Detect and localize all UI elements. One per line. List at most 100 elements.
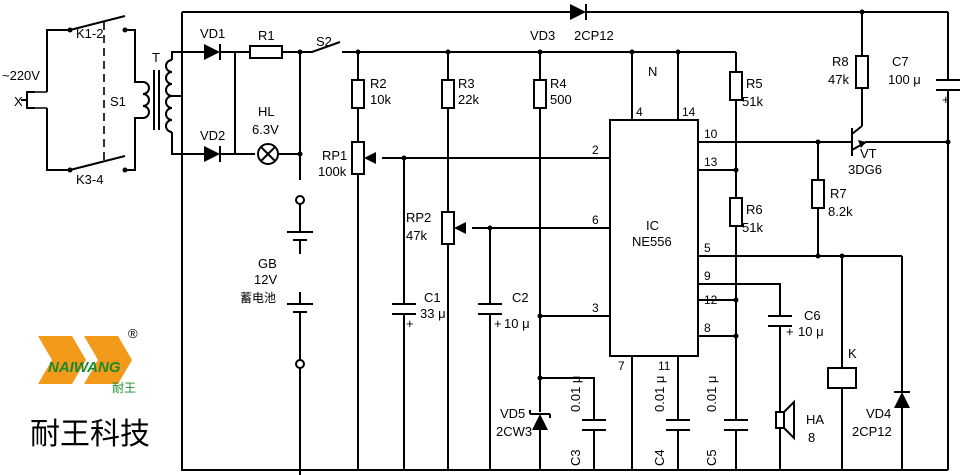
pin-11: 11: [658, 359, 671, 373]
diode-vd3: [182, 4, 948, 20]
label-c6-value: 10 μ: [798, 324, 824, 339]
pin-14: 14: [682, 105, 696, 119]
label-vd2: VD2: [200, 128, 225, 143]
label-r2: R2: [370, 76, 387, 91]
label-r7-value: 8.2k: [828, 204, 853, 219]
label-c4: C4: [652, 449, 667, 466]
label-hl: HL: [258, 104, 275, 119]
resistor-r5: [698, 52, 743, 198]
label-c3: C3: [568, 449, 583, 466]
label-t: T: [152, 50, 160, 65]
label-r1: R1: [258, 28, 275, 43]
battery-gb: [287, 180, 313, 475]
label-gb-name: 蓄电池: [240, 291, 276, 305]
label-c7-value: 100 μ: [888, 72, 921, 87]
label-k34: K3-4: [76, 172, 103, 187]
label-k12: K1-2: [76, 26, 103, 41]
resistor-r2: [351, 49, 365, 142]
label-c1: C1: [424, 290, 441, 305]
pin-13: 13: [704, 155, 718, 169]
transformer-t: [142, 12, 184, 155]
label-vd5-value: 2CW3: [496, 424, 532, 439]
label-r6-value: 51k: [742, 220, 763, 235]
pin-12: 12: [704, 293, 718, 307]
logo-name: NAIWANG: [48, 359, 121, 376]
speaker-ha: [775, 399, 795, 470]
label-c1-value: 33 μ: [420, 306, 446, 321]
mains-plug: [21, 29, 69, 171]
resistor-r4: [533, 49, 610, 412]
label-vd1: VD1: [200, 26, 225, 41]
pin-4: 4: [636, 105, 643, 119]
label-r6: R6: [746, 202, 763, 217]
pin-7: 7: [618, 359, 625, 373]
logo-cn: 耐王: [112, 381, 136, 395]
pin-2: 2: [592, 143, 599, 157]
label-rp2-value: 47k: [406, 228, 427, 243]
label-c2-value: 10 μ: [504, 316, 530, 331]
resistor-r7: [811, 142, 825, 256]
label-c5-value: 0.01 μ: [704, 376, 719, 412]
label-gb-value: 12V: [254, 272, 277, 287]
label-vt-value: 3DG6: [848, 162, 882, 177]
naiwang-logo: ® NAIWANG 耐王: [38, 326, 138, 395]
label-vd5: VD5: [500, 406, 525, 421]
label-r4: R4: [550, 76, 567, 91]
capacitor-c1: [392, 158, 416, 470]
pin-5: 5: [704, 241, 711, 255]
pin-6: 6: [592, 213, 599, 227]
ic-ne556: [609, 49, 699, 470]
resistor-r3: [441, 49, 455, 212]
label-vd3-value: 2CP12: [574, 28, 614, 43]
label-c6: C6: [804, 308, 821, 323]
label-r5: R5: [746, 76, 763, 91]
pin-8: 8: [704, 321, 711, 335]
diode-vd1: [184, 44, 235, 60]
label-r3: R3: [458, 76, 475, 91]
label-c7-plus: +: [942, 92, 950, 107]
label-r3-value: 22k: [458, 92, 479, 107]
zener-vd5: [529, 410, 551, 470]
label-r4-value: 500: [550, 92, 572, 107]
label-c5: C5: [704, 449, 719, 466]
label-plug: X: [14, 94, 23, 109]
pin-9: 9: [704, 269, 711, 283]
ground-bus: [181, 12, 948, 471]
label-c1-plus: +: [406, 316, 414, 331]
capacitor-c2: [478, 228, 502, 470]
label-c6-plus: +: [786, 324, 794, 339]
label-vt: VT: [860, 146, 877, 161]
label-rp2: RP2: [406, 210, 431, 225]
label-rp1-value: 100k: [318, 164, 347, 179]
potentiometer-rp1: [351, 141, 610, 470]
label-c2: C2: [512, 290, 529, 305]
pin-10: 10: [704, 127, 718, 141]
label-c7: C7: [892, 54, 909, 69]
label-s1: S1: [110, 94, 126, 109]
lamp-hl: [257, 143, 303, 165]
pin-3: 3: [592, 301, 599, 315]
capacitor-c6: [698, 283, 792, 412]
label-vd4-value: 2CP12: [852, 424, 892, 439]
label-vd4: VD4: [866, 406, 891, 421]
label-gb: GB: [258, 256, 277, 271]
label-k: K: [848, 346, 857, 361]
capacitor-c3: [540, 377, 606, 470]
label-r8-value: 47k: [828, 72, 849, 87]
label-r2-value: 10k: [370, 92, 391, 107]
label-c2-plus: +: [494, 316, 502, 331]
label-ha: HA: [806, 412, 824, 427]
relay-k: [827, 256, 857, 470]
label-vd3: VD3: [530, 28, 555, 43]
capacitor-c7: [936, 12, 960, 470]
label-s2: S2: [316, 34, 332, 49]
registered-mark: ®: [128, 326, 138, 341]
diode-vd2: [184, 146, 235, 162]
label-c3-value: 0.01 μ: [568, 376, 583, 412]
label-r5-value: 51k: [742, 94, 763, 109]
diode-vd4: [894, 256, 910, 470]
resistor-r6: [698, 197, 748, 470]
label-ha-value: 8: [808, 430, 815, 445]
